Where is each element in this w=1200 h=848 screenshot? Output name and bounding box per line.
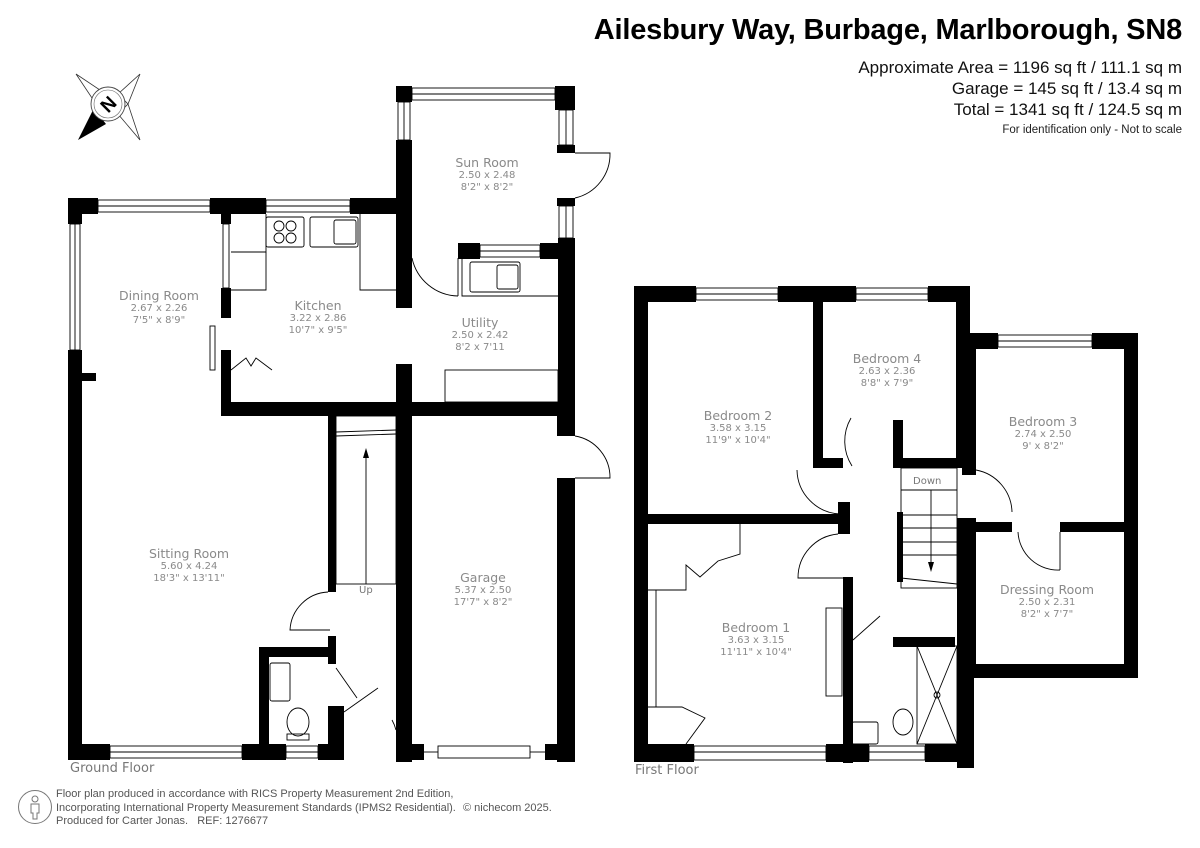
first-floor-label: First Floor [635,763,699,778]
stairs-up-label: Up [359,585,373,596]
total-area: Total = 1341 sq ft / 124.5 sq m [953,100,1182,119]
room-label-bedroom-4: Bedroom 4 2.63 x 2.36 8'8" x 7'9" [852,351,922,389]
footer-line-3: Produced for Carter Jonas. REF: 1276677 [56,815,269,827]
property-address-title: Ailesbury Way, Burbage, Marlborough, SN8 [593,14,1182,46]
compass-north-icon: N [75,73,141,141]
room-label-dining-room: Dining Room 2.67 x 2.26 7'5" x 8'9" [119,288,199,326]
footer-line-1: Floor plan produced in accordance with R… [56,788,454,800]
room-label-garage: Garage 5.37 x 2.50 17'7" x 8'2" [453,570,513,608]
footer-notes: Floor plan produced in accordance with R… [56,788,552,829]
scale-disclaimer: For identification only - Not to scale [1002,124,1182,136]
room-label-utility: Utility 2.50 x 2.42 8'2 x 7'11 [451,315,509,353]
approximate-area: Approximate Area = 1196 sq ft / 111.1 sq… [858,58,1182,77]
person-scale-icon [18,790,52,824]
room-label-bedroom-2: Bedroom 2 3.58 x 3.15 11'9" x 10'4" [703,408,773,446]
ground-floor-label: Ground Floor [70,761,155,776]
room-label-kitchen: Kitchen 3.22 x 2.86 10'7" x 9'5" [288,298,348,336]
copyright: © nichecom 2025. [463,801,552,814]
room-label-sitting-room: Sitting Room 5.60 x 4.24 18'3" x 13'11" [148,546,230,584]
stairs-down-label: Down [913,476,942,487]
room-label-bedroom-3: Bedroom 3 2.74 x 2.50 9' x 8'2" [1008,414,1078,452]
room-label-dressing-room: Dressing Room 2.50 x 2.31 8'2" x 7'7" [999,582,1095,620]
room-label-sun-room: Sun Room 2.50 x 2.48 8'2" x 8'2" [455,155,519,193]
garage-area: Garage = 145 sq ft / 13.4 sq m [951,79,1182,98]
footer-line-2: Incorporating International Property Mea… [56,801,456,814]
room-label-bedroom-1: Bedroom 1 3.63 x 3.15 11'11" x 10'4" [720,620,792,658]
